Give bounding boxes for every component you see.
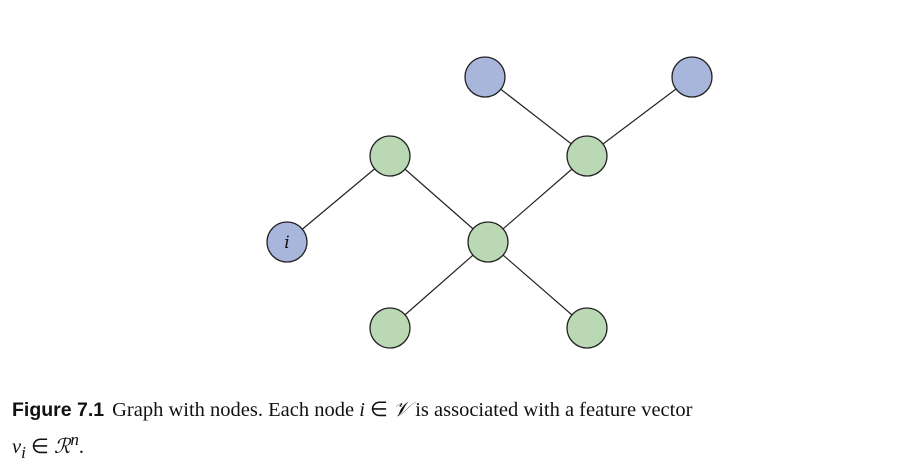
edge-n2-n4 xyxy=(586,76,693,157)
node-n8 xyxy=(566,307,608,349)
caption-line-2: vi ∈ ℛn. xyxy=(12,425,912,467)
caption-vector-subscript: i xyxy=(21,442,26,462)
node-circle-green xyxy=(369,135,411,177)
node-n3 xyxy=(369,135,411,177)
node-circle-green xyxy=(566,307,608,349)
edges-layer xyxy=(286,76,693,329)
node-n6 xyxy=(467,221,509,263)
node-circle-blue xyxy=(671,56,713,98)
caption-element-of: ∈ xyxy=(364,399,394,421)
caption-end: . xyxy=(78,435,84,458)
node-n5: i xyxy=(266,221,308,263)
node-n4 xyxy=(566,135,608,177)
edge-n3-n5 xyxy=(286,155,391,243)
edge-n1-n4 xyxy=(484,76,588,157)
node-n1 xyxy=(464,56,506,98)
node-circle-green xyxy=(369,307,411,349)
caption-space-symbol: ℛ xyxy=(53,433,71,458)
caption-text-before: Graph with nodes. Each node xyxy=(112,399,360,421)
node-n2 xyxy=(671,56,713,98)
edge-n6-n7 xyxy=(389,241,489,329)
edge-n4-n6 xyxy=(487,155,588,243)
edge-n3-n6 xyxy=(389,155,489,243)
caption-text-after: is associated with a feature vector xyxy=(410,399,693,421)
caption-set-symbol: 𝒱 xyxy=(393,397,411,421)
caption-space-exponent: n xyxy=(70,430,79,449)
caption-element-of-2: ∈ xyxy=(25,435,54,458)
node-circle-green xyxy=(566,135,608,177)
caption-vector-symbol: v xyxy=(12,435,22,458)
nodes-layer: i xyxy=(266,56,713,349)
edge-n6-n8 xyxy=(487,241,588,329)
node-label: i xyxy=(284,233,289,253)
caption-label: Figure 7.1 xyxy=(12,399,105,421)
node-circle-blue xyxy=(464,56,506,98)
node-circle-green xyxy=(467,221,509,263)
graph-diagram: i xyxy=(266,56,713,349)
node-circle-blue xyxy=(266,221,308,263)
node-n7 xyxy=(369,307,411,349)
caption-node-symbol: i xyxy=(359,399,365,421)
